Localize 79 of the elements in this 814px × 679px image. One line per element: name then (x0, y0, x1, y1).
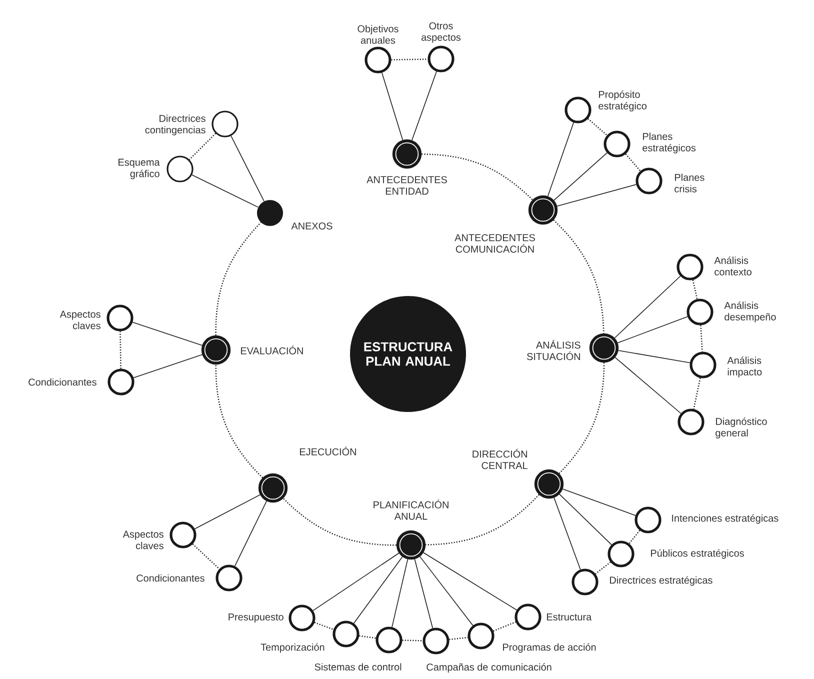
hub-label: DIRECCIÓN CENTRAL (472, 448, 528, 470)
node-label: Análisis impacto (727, 356, 762, 378)
node-label: Sistemas de control (314, 663, 402, 670)
dotted-line (693, 378, 701, 410)
connector-line (192, 174, 259, 208)
node-label: Planes crisis (674, 174, 704, 192)
connector-line (392, 558, 408, 628)
dotted-line (215, 364, 264, 478)
connector-line (614, 276, 681, 338)
dotted-line (625, 154, 641, 172)
dotted-line (188, 132, 216, 160)
connector-line (382, 72, 404, 140)
dotted-line (558, 362, 605, 474)
node-label: Propósito estratégico (598, 90, 647, 112)
node-label: Aspectos claves (60, 310, 100, 330)
node-label: Temporización (260, 643, 324, 653)
dotted-line (120, 331, 122, 369)
node-label: Análisis desempeño (724, 302, 776, 322)
connector-line (618, 350, 690, 364)
connector-line (556, 184, 637, 207)
dotted-line (282, 498, 396, 546)
dotted-line (692, 280, 698, 300)
connector-line (554, 152, 608, 201)
node-label: Directrices contingencias (145, 114, 206, 136)
node-label: Esquema gráfico (118, 158, 160, 180)
node-label: Análisis contexto (714, 256, 752, 276)
node-label: Objetivos anuales (358, 25, 398, 44)
dotted-line (422, 153, 533, 200)
connector-line (412, 71, 437, 141)
hub-label: ANEXOS (291, 222, 332, 230)
hub-label: PLANIFICACIÓN ANUAL (374, 500, 448, 520)
dotted-line (359, 635, 376, 639)
connector-line (423, 552, 518, 610)
dotted-line (628, 530, 640, 544)
connector-line (559, 494, 612, 546)
node-label: Públicos estratégicos (651, 549, 744, 559)
dotted-line (314, 622, 334, 630)
connector-line (312, 552, 400, 611)
node-label: Condicionantes (28, 378, 96, 386)
connector-line (614, 357, 682, 414)
connector-line (617, 316, 688, 344)
node-label: Directrices estratégicas (610, 576, 712, 586)
connector-line (554, 497, 581, 570)
hub-label: EJECUCIÓN (300, 446, 356, 456)
node-label: Intenciones estratégicas (672, 514, 778, 524)
connector-line (414, 558, 434, 629)
connector-line (420, 556, 474, 626)
node-label: Estructura (547, 614, 592, 620)
node-label: Campañas de comunicación (426, 663, 552, 673)
dotted-line (215, 222, 262, 336)
dotted-line (595, 562, 611, 574)
connector-line (194, 494, 260, 530)
connector-line (562, 488, 636, 516)
hub-label: ANTECEDENTES COMUNICACIÓN (454, 234, 535, 253)
node-label: Otros aspectos (422, 22, 461, 43)
dotted-line (588, 118, 608, 136)
connector-line (353, 556, 403, 624)
hub-label: ANÁLISIS SITUACIÓN (527, 340, 580, 360)
node-label: Aspectos claves (122, 530, 164, 550)
node-label: Condicionantes (136, 574, 204, 582)
dotted-line (700, 325, 703, 352)
dotted-line (553, 220, 604, 334)
dotted-line (426, 494, 540, 546)
node-label: Programas de acción (503, 643, 596, 653)
connector-line (234, 500, 267, 566)
dotted-line (402, 640, 423, 642)
connector-line (133, 354, 203, 378)
dotted-line (192, 544, 220, 570)
dotted-line (449, 636, 468, 640)
hub-label: ANTECEDENTES ENTIDAD (366, 176, 447, 195)
connector-line (547, 122, 574, 197)
node-label: Diagnóstico general (716, 418, 767, 438)
connector-line (230, 135, 264, 202)
connector-line (132, 322, 203, 346)
dotted-line (493, 621, 516, 632)
node-label: Presupuesto (228, 614, 284, 622)
node-label: Planes estratégicos (642, 132, 696, 154)
hub-label: EVALUACIÓN (241, 346, 303, 354)
dotted-line (391, 58, 428, 60)
